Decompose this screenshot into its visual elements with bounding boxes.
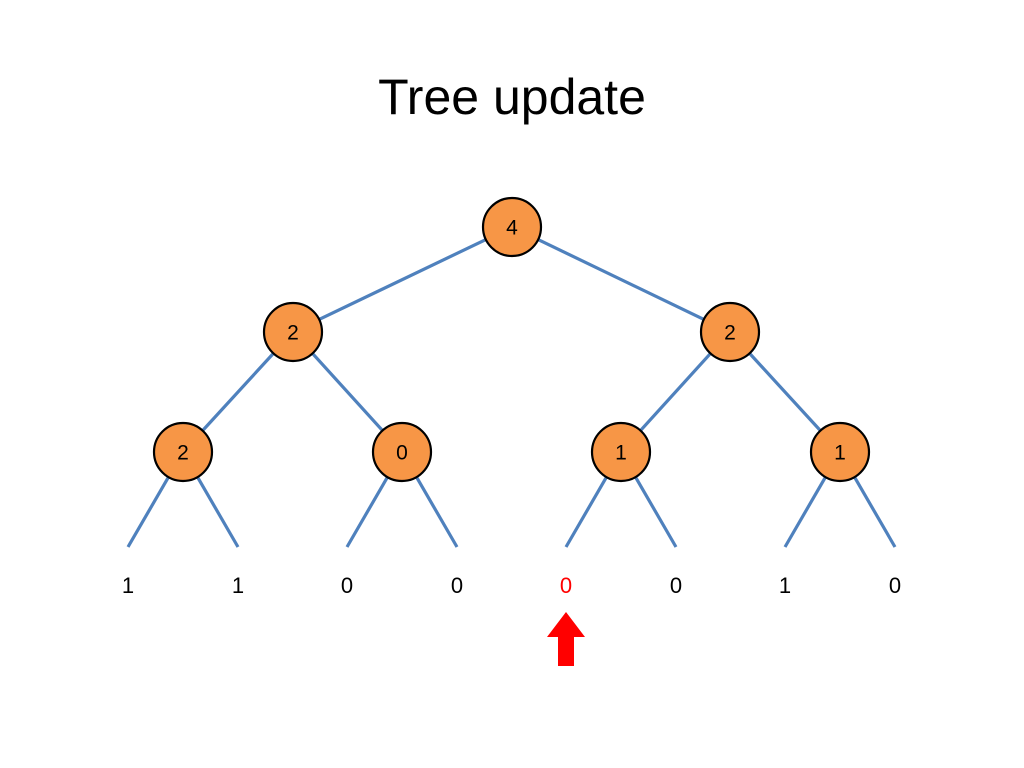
node-circle [152, 421, 214, 483]
node-value: 2 [287, 322, 299, 345]
slide-title: Tree update [378, 69, 646, 125]
edge-root-right [537, 238, 705, 321]
leaf-value: 1 [232, 573, 244, 598]
node-value: 1 [834, 442, 846, 465]
leaf-value: 0 [889, 573, 901, 598]
leaf-value: 1 [779, 573, 791, 598]
up-arrow-shape [547, 612, 585, 666]
tree-node-level2: 0 [371, 421, 433, 483]
edge-to-leaf [126, 476, 170, 548]
tree-nodes: 4 2 2 2 0 1 1 [152, 196, 871, 483]
node-circle [809, 421, 871, 483]
edge-to-leaf [634, 476, 678, 548]
tree-node-level1: 2 [699, 301, 761, 363]
tree-node-level2: 1 [590, 421, 652, 483]
leaf-value: 0 [670, 573, 682, 598]
edge-l1-l2 [311, 352, 384, 432]
leaf-value-highlighted: 0 [560, 573, 572, 598]
node-circle [262, 301, 324, 363]
node-value: 2 [177, 442, 189, 465]
node-value: 2 [724, 322, 736, 345]
up-arrow-icon [547, 612, 585, 666]
node-circle [481, 196, 543, 258]
leaf-value: 1 [122, 573, 134, 598]
edge-l1-l2 [639, 352, 712, 432]
edge-root-left [318, 238, 487, 321]
edge-to-leaf [564, 476, 608, 548]
edge-l1-l2 [748, 352, 822, 432]
node-value: 1 [615, 442, 627, 465]
leaf-value: 0 [341, 573, 353, 598]
node-value: 4 [506, 217, 518, 240]
tree-node-level2: 1 [809, 421, 871, 483]
tree-node-root: 4 [481, 196, 543, 258]
edge-to-leaf [853, 476, 897, 548]
node-circle [590, 421, 652, 483]
tree-node-level2: 2 [152, 421, 214, 483]
tree-edges [126, 238, 897, 548]
leaf-values: 1 1 0 0 0 0 1 0 [122, 573, 901, 598]
edge-l1-l2 [201, 352, 275, 432]
node-circle [371, 421, 433, 483]
node-value: 0 [396, 442, 408, 465]
leaf-value: 0 [451, 573, 463, 598]
edge-to-leaf [783, 476, 827, 548]
edge-to-leaf [345, 476, 389, 548]
edge-to-leaf [415, 476, 459, 548]
node-circle [699, 301, 761, 363]
tree-node-level1: 2 [262, 301, 324, 363]
edge-to-leaf [196, 476, 240, 548]
